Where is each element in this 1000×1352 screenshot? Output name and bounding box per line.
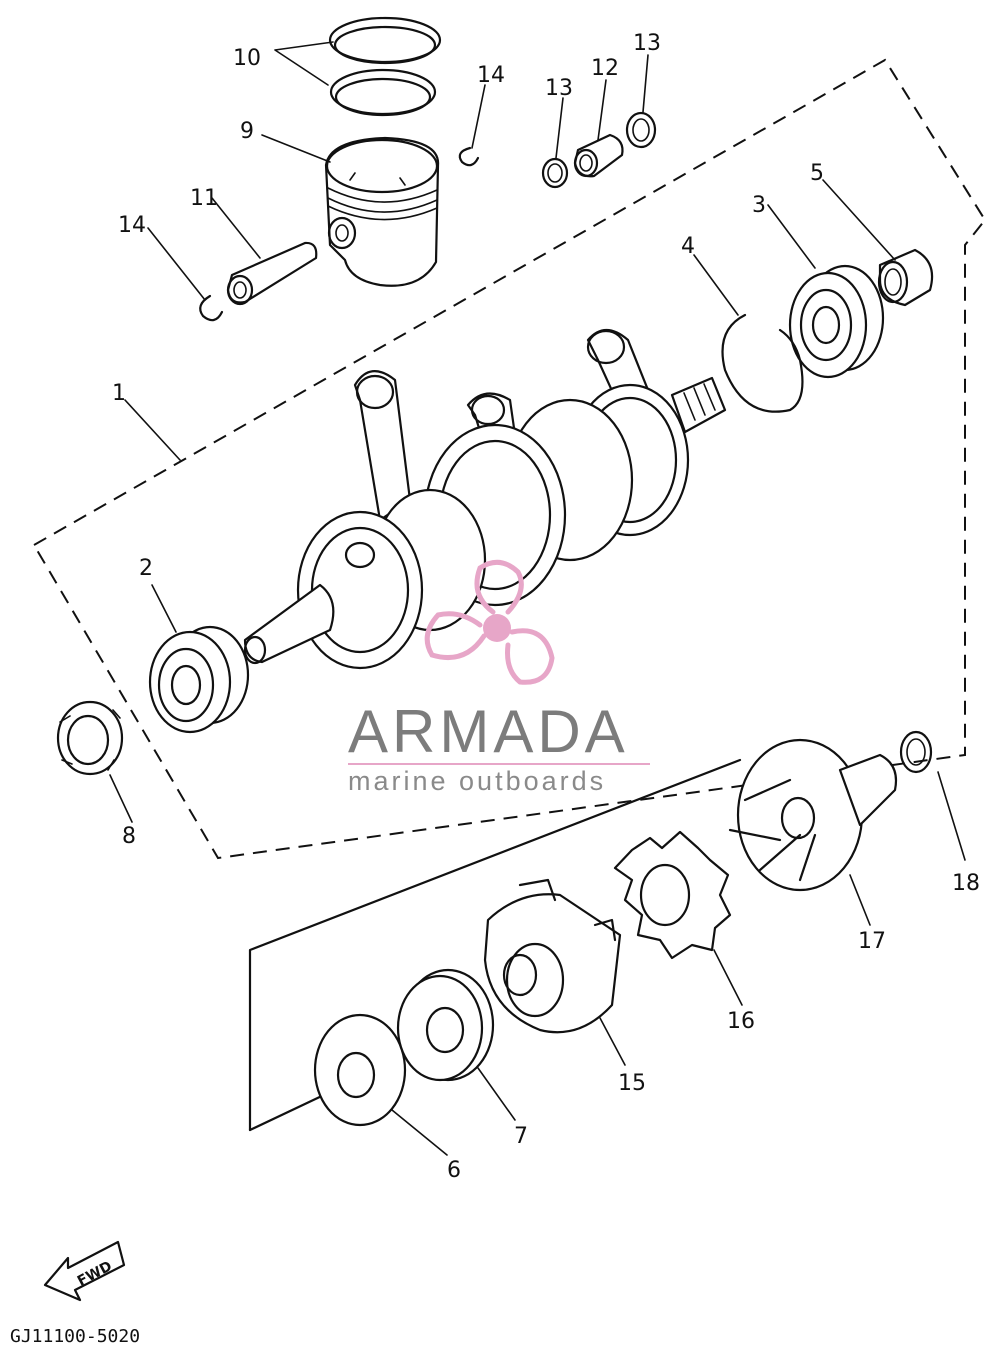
main-bearing-left — [148, 625, 250, 734]
drawing-code: GJ11100-5020 — [10, 1326, 140, 1347]
thrust-washer-right — [625, 111, 657, 149]
callout-4: 4 — [681, 234, 695, 259]
crankshaft-assembly — [243, 328, 727, 670]
main-bearing-right — [788, 264, 885, 379]
callout-3: 3 — [752, 193, 766, 218]
callout-7: 7 — [514, 1124, 528, 1149]
small-end-bearing — [573, 133, 624, 178]
callout-2: 2 — [139, 556, 153, 581]
callout-12: 12 — [591, 56, 619, 81]
propeller-icon — [424, 559, 555, 685]
callout-16: 16 — [727, 1009, 755, 1034]
callout-11: 11 — [190, 186, 218, 211]
callout-14-top: 14 — [477, 63, 505, 88]
callout-5: 5 — [810, 161, 824, 186]
pump-rotor — [613, 830, 732, 960]
leader-lines — [109, 41, 966, 1156]
watermark-brand: ARMADA — [348, 698, 629, 765]
piston-pin — [226, 241, 318, 306]
piston-pin-clip-left — [199, 294, 224, 322]
crankshaft-bushing — [877, 248, 934, 307]
callout-13-left: 13 — [545, 76, 573, 101]
assembly-boundary-crankshaft — [32, 58, 987, 860]
pump-plate — [313, 1013, 407, 1127]
circlip-ring — [721, 313, 804, 413]
callout-8: 8 — [122, 824, 136, 849]
pump-housing — [483, 878, 622, 1034]
callout-10: 10 — [233, 46, 261, 71]
watermark-tagline: marine outboards — [348, 766, 606, 796]
piston — [324, 136, 440, 287]
callout-18: 18 — [952, 871, 980, 896]
callout-14-left: 14 — [118, 213, 146, 238]
piston-pin-clip-top — [458, 146, 480, 167]
thrust-washer-left — [541, 157, 569, 189]
piston-rings — [328, 16, 442, 117]
crankshaft-oil-seal — [56, 700, 124, 776]
callout-17: 17 — [858, 929, 886, 954]
callout-15: 15 — [618, 1071, 646, 1096]
forward-arrow: FWD — [43, 1240, 126, 1302]
callout-1: 1 — [112, 381, 126, 406]
pump-impeller — [728, 738, 898, 892]
callout-6: 6 — [447, 1158, 461, 1183]
impeller-ring — [899, 730, 933, 774]
callout-13-right: 13 — [633, 31, 661, 56]
callout-9: 9 — [240, 119, 254, 144]
pump-seal — [396, 968, 495, 1082]
watermark: ARMADA marine outboards — [348, 559, 650, 796]
callout-labels: 1 2 3 4 5 6 7 8 9 10 11 12 13 13 14 14 1… — [112, 31, 980, 1183]
